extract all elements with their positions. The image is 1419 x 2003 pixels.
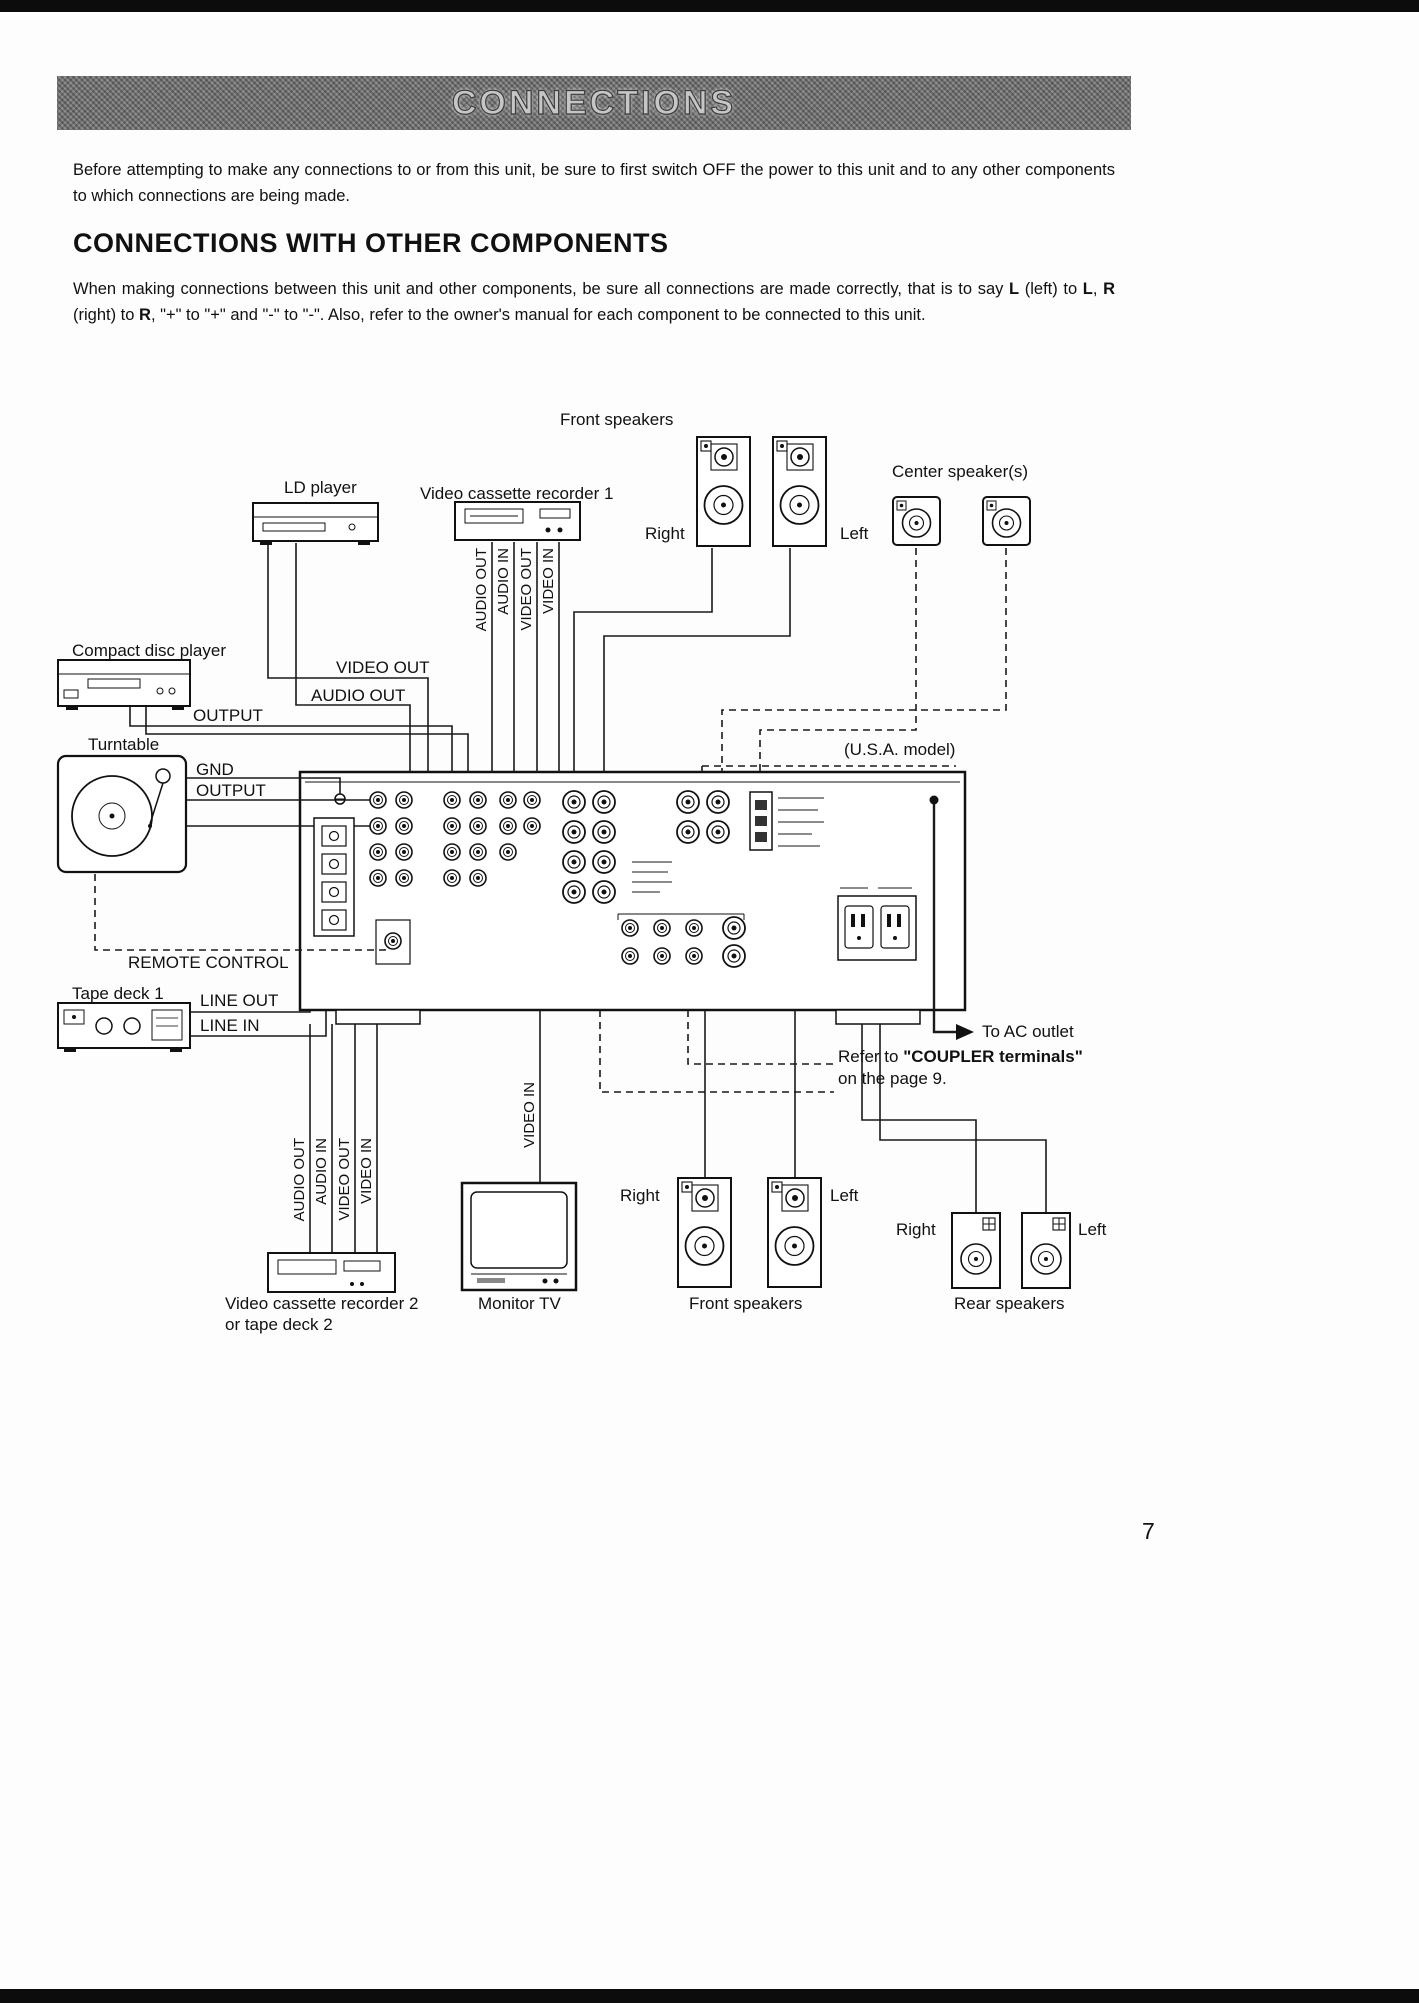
turntable-icon [56,754,188,874]
label-rear-speakers: Rear speakers [954,1294,1065,1313]
front-speaker-right-top-icon [696,436,751,547]
tape-deck1-icon [57,1002,191,1052]
label-front-speakers-top: Front speakers [560,410,674,429]
label-ld-player: LD player [284,478,357,497]
label-vcr2-video-out: VIDEO OUT [336,1138,353,1221]
vcr1-icon [454,501,581,541]
label-usa-model: (U.S.A. model) [844,740,956,759]
label-vcr1-audio-in: AUDIO IN [495,548,512,615]
label-coupler-note-line1: Refer to "COUPLER terminals" [838,1047,1083,1067]
body-bold-L1: L [1009,280,1020,298]
page-number: 7 [1142,1518,1155,1544]
label-gnd: GND [196,760,234,779]
bottom-border-bar [0,1989,1419,2003]
banner-title: CONNECTIONS [451,83,737,122]
label-turntable: Turntable [88,735,160,754]
label-cd-output: OUTPUT [193,706,263,725]
label-vcr2-line2: or tape deck 2 [225,1315,333,1334]
label-remote-control: REMOTE CONTROL [128,953,289,972]
label-tape-deck-1: Tape deck 1 [72,984,164,1003]
connections-banner: CONNECTIONS [57,76,1131,130]
label-to-ac-outlet: To AC outlet [982,1022,1074,1041]
body-bold-L2: L [1082,280,1093,298]
coupler-note-bold: "COUPLER terminals" [903,1047,1083,1066]
body-segment: , "+" to "+" and "-" to "-". Also, refer… [150,305,926,324]
label-audio-out: AUDIO OUT [311,686,406,705]
label-vcr1-video-out: VIDEO OUT [518,548,535,631]
cd-player-icon [57,659,191,710]
label-vcr2-video-in: VIDEO IN [358,1138,375,1204]
label-right-front-top: Right [645,524,685,543]
label-coupler-note-line2: on the page 9. [838,1069,947,1088]
rear-speaker-right-icon [951,1212,1001,1289]
label-right-front-bottom: Right [620,1186,660,1205]
coupler-note-pre: Refer to [838,1047,904,1066]
vcr2-icon [267,1252,396,1293]
section-title: CONNECTIONS WITH OTHER COMPONENTS [73,228,669,258]
ac-arrow-icon [956,1024,974,1040]
body-segment: , [1092,280,1104,298]
ld-player-icon [252,502,379,545]
body-bold-R2: R [139,305,151,324]
label-vcr2-audio-out: AUDIO OUT [291,1138,308,1222]
receiver-rear-panel [298,770,967,1025]
body-segment: (left) to [1019,280,1083,298]
connection-cables [129,542,1047,1253]
label-vcr1-video-in: VIDEO IN [540,548,557,614]
label-center-speakers: Center speaker(s) [892,462,1029,481]
label-vcr2-line1: Video cassette recorder 2 [225,1294,419,1313]
front-speaker-left-bottom-icon [767,1177,822,1288]
front-speaker-left-top-icon [772,436,827,547]
label-left-front-bottom: Left [830,1186,859,1205]
label-right-rear: Right [896,1220,936,1239]
label-vcr1-audio-out: AUDIO OUT [473,548,490,632]
label-tv-video-in: VIDEO IN [521,1082,538,1148]
label-compact-disc-player: Compact disc player [72,641,227,660]
center-speaker-2-icon [982,496,1031,546]
body-bold-R1: R [1103,280,1116,298]
label-vcr2-audio-in: AUDIO IN [313,1138,330,1205]
label-monitor-tv: Monitor TV [478,1294,561,1313]
front-speaker-right-bottom-icon [677,1177,732,1288]
monitor-tv-icon [460,1181,578,1292]
rear-speaker-left-icon [1021,1212,1071,1289]
label-left-rear: Left [1078,1220,1107,1239]
label-front-speakers-bottom: Front speakers [689,1294,803,1313]
section-body-paragraph: When making connections between this uni… [73,277,1115,328]
intro-paragraph: Before attempting to make any connection… [73,161,1115,205]
label-tt-output: OUTPUT [196,781,266,800]
top-border-bar [0,0,1419,12]
body-segment: (right) to [73,305,140,324]
body-segment: When making connections between this uni… [73,280,1010,298]
center-speaker-1-icon [892,496,941,546]
label-video-out: VIDEO OUT [336,658,430,677]
dashed-cables [94,548,1007,1093]
label-vcr1: Video cassette recorder 1 [420,484,614,503]
label-line-in: LINE IN [200,1016,260,1035]
label-line-out: LINE OUT [200,991,279,1010]
label-left-front-top: Left [840,524,869,543]
receiver-panel-details [313,790,939,968]
